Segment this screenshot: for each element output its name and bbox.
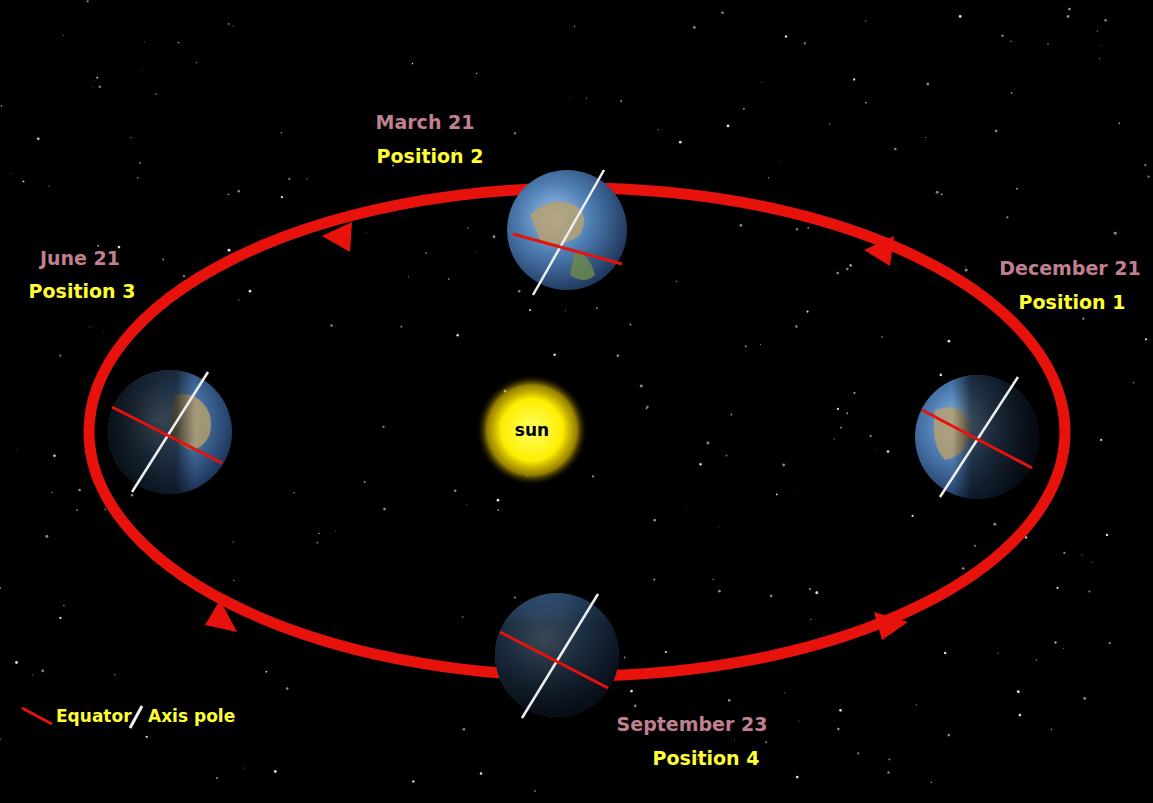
sun-circle: sun bbox=[492, 390, 572, 470]
position-label: Position 2 bbox=[377, 145, 484, 167]
date-label: December 21 bbox=[999, 257, 1141, 279]
axis-sample bbox=[130, 706, 142, 728]
legend-text: Equator bbox=[56, 706, 132, 726]
equator-sample bbox=[22, 708, 52, 724]
date-label: June 21 bbox=[40, 247, 120, 269]
position-label: Position 4 bbox=[653, 747, 760, 769]
position-label: Position 3 bbox=[29, 280, 136, 302]
position-label: Position 1 bbox=[1019, 291, 1126, 313]
legend-text: Axis pole bbox=[148, 706, 235, 726]
date-label: March 21 bbox=[376, 111, 475, 133]
sun-label: sun bbox=[515, 420, 549, 440]
date-label: September 23 bbox=[617, 713, 768, 735]
